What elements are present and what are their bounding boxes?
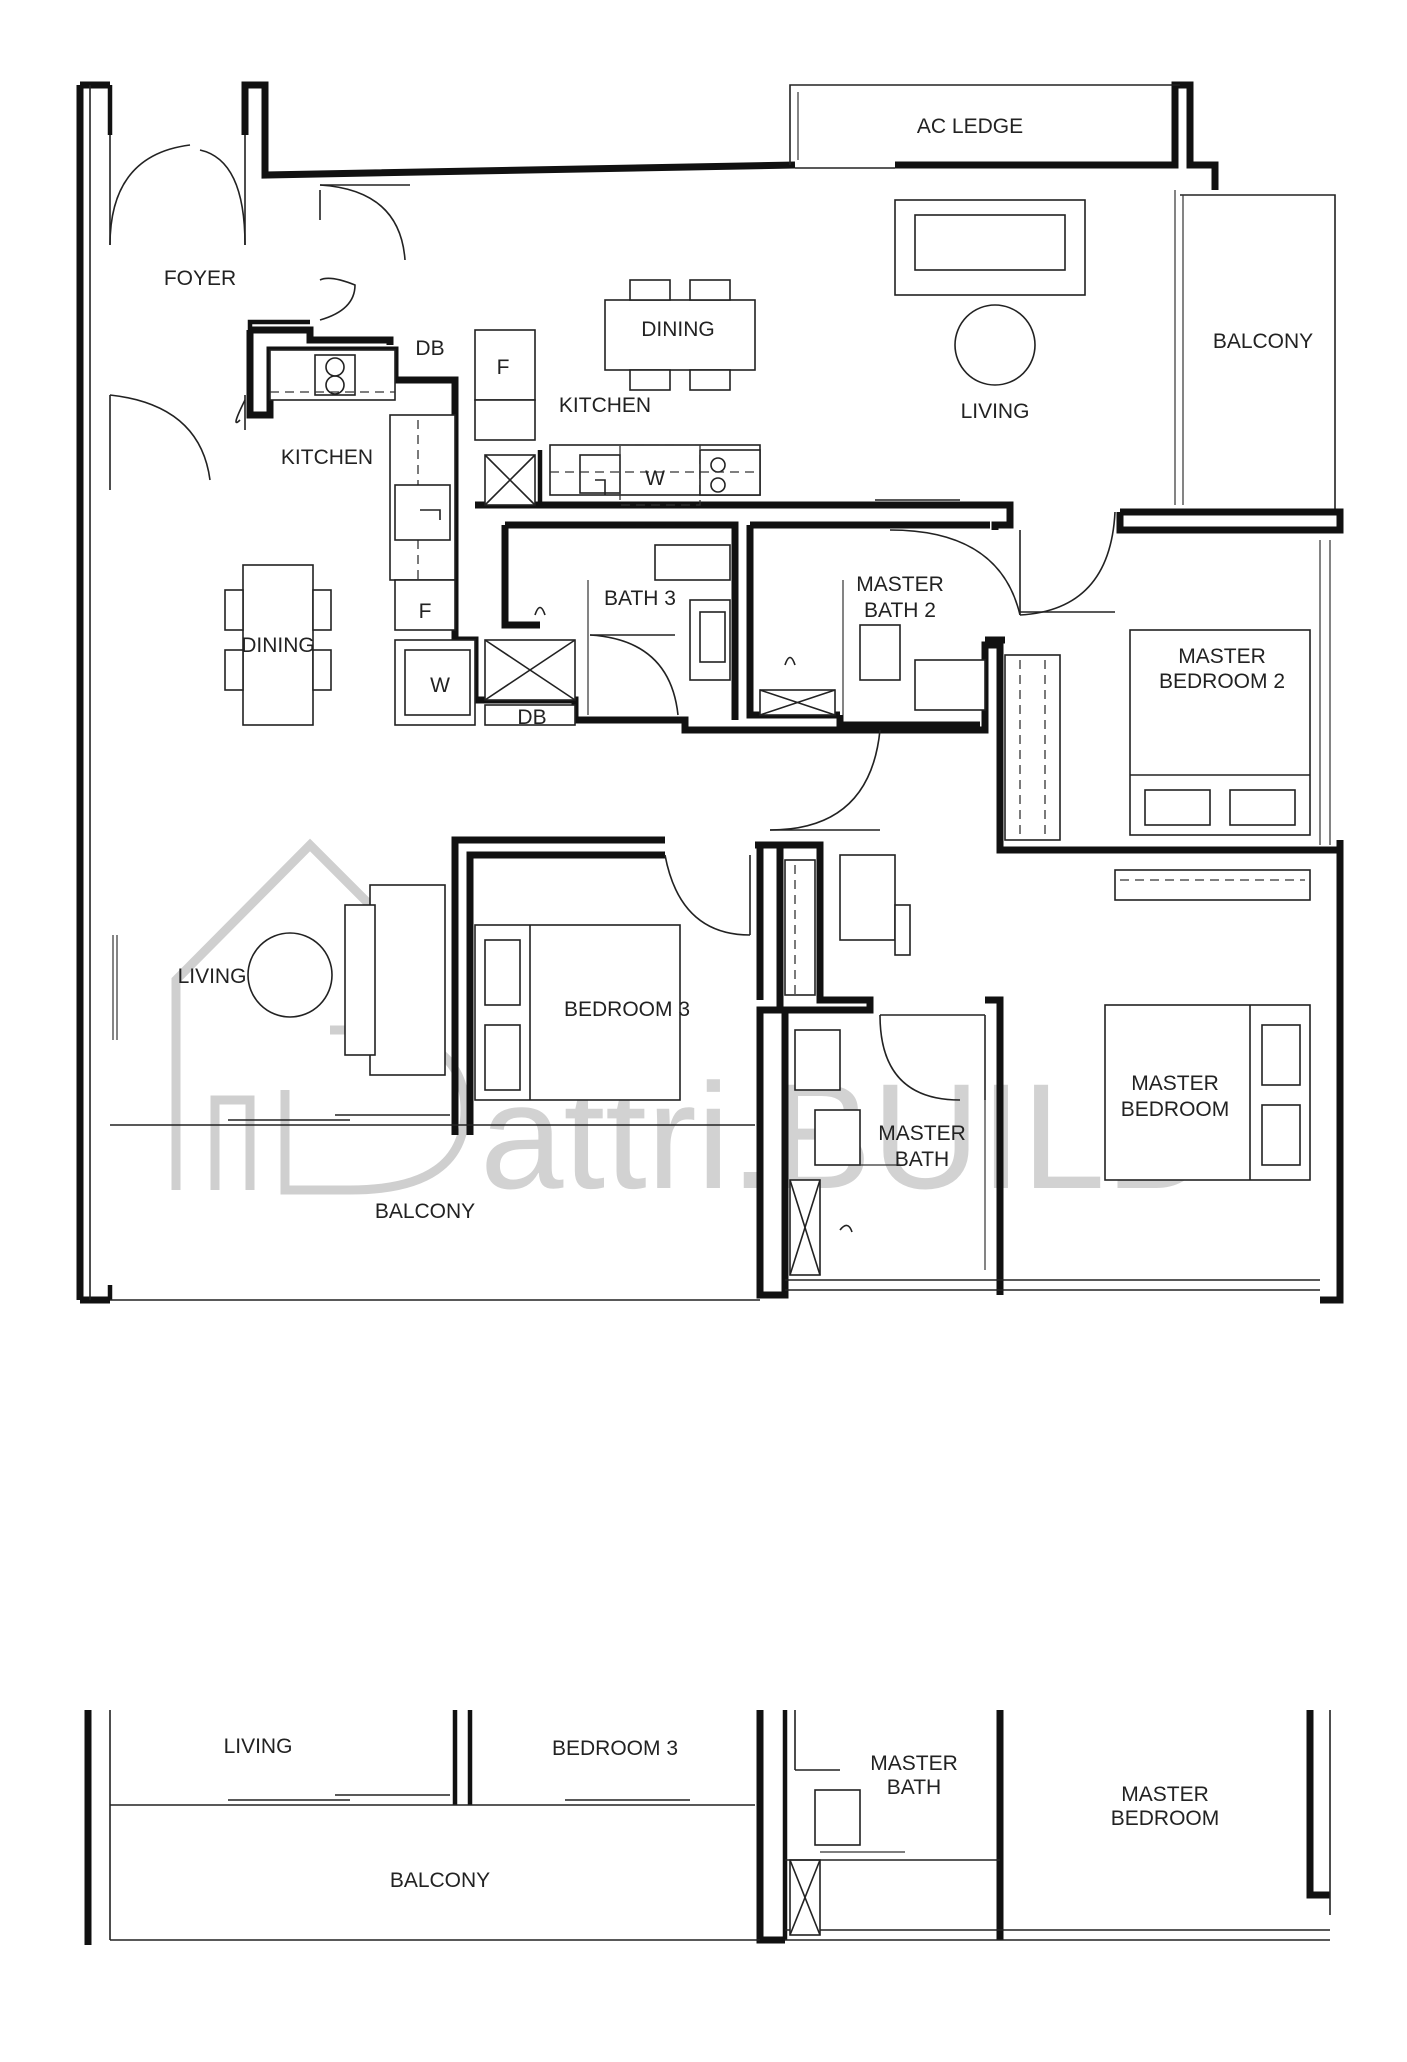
label-balcony-bottom: BALCONY xyxy=(375,1200,475,1223)
label-bath3: BATH 3 xyxy=(604,587,676,610)
master-bedroom2-fixtures xyxy=(1004,629,1311,841)
label-master-bedroom2-2: BEDROOM 2 xyxy=(1159,670,1285,693)
wardrobe-bedroom3 xyxy=(784,859,816,996)
toilet-bath3 xyxy=(654,544,731,581)
bedroom3-fixtures xyxy=(474,854,911,1101)
label-master-bedroom-2: BEDROOM xyxy=(1121,1098,1230,1121)
sink-top xyxy=(579,454,621,494)
fridge-top xyxy=(474,329,536,401)
dining-table-left xyxy=(242,564,314,726)
label-balcony-top: BALCONY xyxy=(1213,330,1313,353)
detail-label-master-bedroom-1: MASTER xyxy=(1121,1783,1209,1806)
coffee-table-left xyxy=(247,932,333,1018)
wardrobe-master xyxy=(1114,869,1311,901)
label-kitchen-left: KITCHEN xyxy=(281,446,373,469)
detail-label-master-bedroom-2: BEDROOM xyxy=(1111,1807,1220,1830)
coffee-table-top xyxy=(954,304,1036,386)
label-fridge-top: F xyxy=(497,356,510,379)
sink-left xyxy=(394,484,451,541)
kitchen-top xyxy=(474,329,960,506)
toilet-bath2 xyxy=(859,624,901,681)
wardrobe-mb2 xyxy=(1004,654,1061,841)
detail-label-master-bath-1: MASTER xyxy=(870,1752,958,1775)
detail-label-master-bath-2: BATH xyxy=(887,1776,941,1799)
detail-label-bedroom3: BEDROOM 3 xyxy=(552,1737,678,1760)
dining-living-left xyxy=(112,564,446,1076)
label-ac-ledge: AC LEDGE xyxy=(917,115,1023,138)
label-db-top: DB xyxy=(415,337,444,360)
label-master-bath2-1: MASTER xyxy=(856,573,944,596)
label-db-left: DB xyxy=(517,706,546,729)
hob xyxy=(314,354,356,396)
bath3-fixtures xyxy=(534,544,731,681)
detail-label-balcony: BALCONY xyxy=(390,1869,490,1892)
label-fridge-left: F xyxy=(419,600,432,623)
sofa-left xyxy=(369,884,446,1076)
master-bedroom-fixtures xyxy=(1104,869,1311,1181)
vanity-master-bath xyxy=(794,1029,841,1091)
balcony-bottom xyxy=(110,1114,1320,1301)
label-master-bath-1: MASTER xyxy=(878,1122,966,1145)
label-master-bath-2: BATH xyxy=(895,1148,949,1171)
label-bedroom3: BEDROOM 3 xyxy=(564,998,690,1021)
vanity-bath2 xyxy=(914,659,986,711)
label-living-top: LIVING xyxy=(961,400,1030,423)
doors xyxy=(109,135,1116,1270)
dining-table-top xyxy=(604,299,756,371)
label-master-bath2-2: BATH 2 xyxy=(864,599,936,622)
detail-strip xyxy=(84,1710,1331,1945)
label-washer-left: W xyxy=(430,674,450,697)
label-kitchen-top: KITCHEN xyxy=(559,394,651,417)
toilet-master-bath xyxy=(814,1109,861,1166)
washer-left xyxy=(394,639,476,726)
kitchen-left xyxy=(269,349,576,726)
label-dining-left: DINING xyxy=(241,634,315,657)
label-washer-top: W xyxy=(645,467,665,490)
dining-living-top xyxy=(604,199,1086,391)
label-master-bedroom-1: MASTER xyxy=(1131,1072,1219,1095)
label-dining-top: DINING xyxy=(641,318,715,341)
master-bath2-fixtures xyxy=(759,624,986,716)
watermark-logo: attri.BUILD xyxy=(171,838,1214,1220)
label-foyer: FOYER xyxy=(164,267,236,290)
master-bath-fixtures xyxy=(789,1029,900,1276)
label-master-bedroom2-1: MASTER xyxy=(1178,645,1266,668)
fridge-left xyxy=(394,579,456,631)
detail-label-living: LIVING xyxy=(224,1735,293,1758)
label-living-left: LIVING xyxy=(178,965,247,988)
room-labels: AC LEDGE FOYER DINING DB F KITCHEN LIVIN… xyxy=(164,115,1313,1892)
desk-bedroom3 xyxy=(839,854,896,941)
